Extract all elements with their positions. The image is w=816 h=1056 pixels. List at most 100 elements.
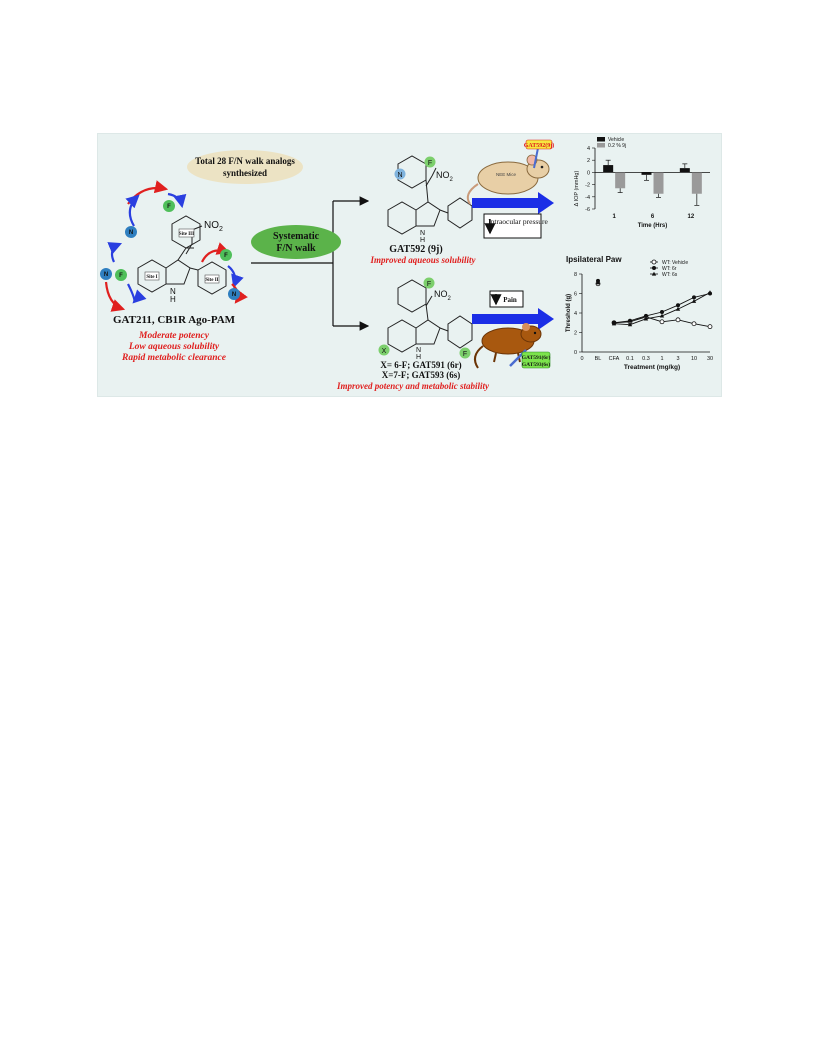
top-fluoro-badge	[424, 156, 436, 168]
svg-text:F: F	[167, 204, 171, 210]
legend-label: WT: 6r	[662, 266, 677, 272]
site-ii-label: Site II	[205, 278, 218, 283]
phenyl-ring-site-ii	[197, 261, 227, 295]
top-nh-n: N	[420, 230, 425, 237]
x-tick-label: 30	[707, 356, 713, 362]
x-tick-label: 10	[691, 356, 697, 362]
bar-029j-6	[653, 172, 664, 194]
bottom-nh-h: H	[416, 354, 421, 361]
point-wtvehicle-30	[707, 324, 713, 330]
point-wt6s-1	[659, 313, 665, 318]
indole-pyrrole-ring	[165, 259, 191, 285]
bar-vehicle-6	[641, 172, 652, 175]
parent-issue-2: Low aqueous solubility	[128, 342, 220, 352]
top-syringe-label: GAT592(9j)	[524, 142, 555, 149]
pain-box: Pain	[489, 290, 524, 308]
aza-badge-site-ii	[228, 288, 240, 300]
y-tick-label: 0	[574, 350, 577, 356]
point-wt6s-BL	[595, 280, 601, 285]
legend-swatch	[597, 137, 605, 142]
point-wt6r-0.3	[644, 313, 648, 318]
x-tick-label: 1	[612, 214, 616, 220]
svg-text:F: F	[119, 273, 123, 279]
top-compound-name: GAT592 (9j)	[389, 244, 442, 255]
center-ellipse-line1: Systematic	[273, 231, 320, 242]
bottom-fluoro-badge-right	[459, 347, 471, 359]
y-tick-label: -2	[585, 183, 590, 189]
x-axis-label: Time (Hrs)	[638, 223, 668, 229]
site-i-label: Site I	[146, 275, 157, 280]
legend-marker	[651, 271, 657, 276]
legend-label: WT: Vehicle	[662, 260, 688, 266]
header-bubble: Total 28 F/N walk analogs synthesized	[187, 150, 303, 184]
point-wtvehicle-3	[675, 317, 681, 323]
y-axis-label: Δ IOP (mmHg)	[574, 171, 580, 207]
x-tick-label: 0	[580, 356, 583, 362]
top-blue-arrow	[472, 192, 554, 214]
y-tick-label: 2	[574, 331, 577, 337]
bottom-no2-label: NO2	[434, 289, 452, 302]
parent-nh-h: H	[170, 295, 176, 304]
walk-branch-arrows	[251, 196, 370, 331]
legend-label: 0.2 % 9j	[608, 143, 626, 149]
y-tick-label: 4	[574, 311, 577, 317]
point-wtvehicle-1	[659, 319, 665, 325]
point-wt6s-CFA	[611, 321, 617, 326]
parent-issue-3: Rapid metabolic clearance	[121, 353, 227, 363]
bottom-rat-illustration	[473, 323, 542, 369]
iop-box: Intraocular pressure	[483, 213, 549, 239]
bar-029j-1	[615, 172, 626, 189]
top-aza-letter: N	[397, 172, 402, 179]
y-tick-label: 8	[574, 272, 577, 278]
bottom-fluoro-letter-top: F	[427, 281, 431, 288]
bottom-x-letter: X	[382, 348, 387, 355]
header-bubble-line2: synthesized	[223, 168, 267, 178]
site-iii-label: Site III	[179, 232, 194, 237]
bar-029j-12	[691, 172, 702, 194]
aza-badge-site-i	[100, 268, 112, 280]
y-tick-label: 2	[587, 158, 590, 164]
bottom-compound-note: Improved potency and metabolic stability	[336, 381, 490, 391]
bar-vehicle-12	[679, 168, 690, 173]
chart-title: Ipsilateral Paw	[566, 255, 622, 264]
fluoro-badge-site-iii	[163, 200, 175, 212]
pain-box-text: Pain	[503, 296, 517, 304]
svg-text:N: N	[104, 272, 108, 278]
bar-vehicle-1	[603, 165, 614, 173]
x-tick-label: 0.1	[626, 356, 634, 362]
fluoro-badge-site-ii	[220, 249, 232, 261]
x-tick-label: 12	[687, 214, 694, 220]
bottom-nh-n: N	[416, 347, 421, 354]
phenyl-ring-site-iii	[171, 215, 201, 249]
top-aza-badge	[394, 168, 406, 180]
y-tick-label: 0	[587, 170, 590, 176]
y-tick-label: -6	[585, 207, 590, 213]
aza-badge-site-iii	[125, 226, 137, 238]
parent-nh-n: N	[170, 287, 176, 296]
top-no2-label: NO2	[436, 170, 454, 183]
fluoro-badge-site-i	[115, 269, 127, 281]
point-wt6r-10	[692, 295, 696, 300]
bottom-fluoro-badge-top	[423, 277, 435, 289]
top-nh-h: H	[420, 237, 425, 244]
point-wt6s-0.1	[627, 322, 633, 327]
legend-marker	[651, 259, 657, 265]
top-compound-note: Improved aqueous solubility	[369, 255, 476, 265]
bottom-compound-line2: X=7-F; GAT593 (6s)	[382, 370, 460, 380]
point-wt6s-30	[707, 290, 713, 295]
point-wt6r-0.1	[628, 318, 632, 323]
x-tick-label: 0.3	[642, 356, 650, 362]
legend-marker	[652, 266, 656, 270]
substituent-badges: F N N F F N	[100, 200, 240, 300]
legend-label: WT: 6s	[662, 272, 678, 278]
x-tick-label: 6	[651, 214, 655, 220]
top-mouse-illustration: NEE Mice	[466, 154, 550, 205]
y-tick-label: -4	[585, 195, 590, 201]
point-wt6s-0.3	[643, 316, 649, 321]
top-fluoro-letter: F	[428, 160, 432, 167]
x-tick-label: 1	[660, 356, 663, 362]
bottom-x-badge	[378, 344, 390, 356]
bottom-fluoro-letter-right: F	[463, 351, 467, 358]
